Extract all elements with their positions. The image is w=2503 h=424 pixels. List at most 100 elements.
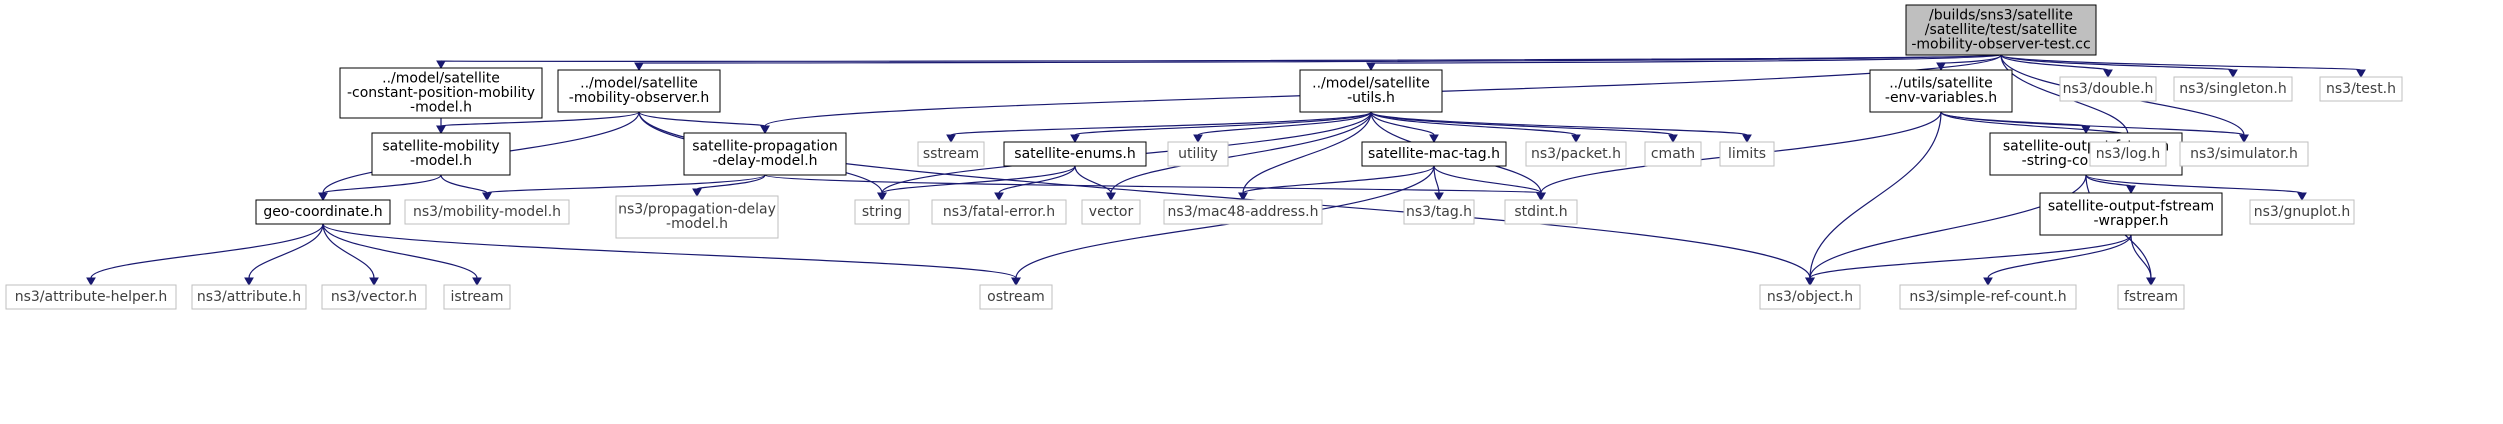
node-label-line: ../utils/satellite [1889, 76, 1993, 92]
edge-arrowhead [877, 192, 887, 202]
node-label-line: -wrapper.h [2093, 213, 2168, 229]
edge-fstream_wrapper-to-object [1805, 234, 2132, 287]
node-label-line: limits [1728, 146, 1766, 162]
node-box [443, 284, 511, 310]
edge-line [1242, 165, 1435, 194]
edge-arrowhead [634, 62, 644, 72]
edge-line [1370, 54, 2002, 64]
node-mac48: ns3/mac48-address.h [1163, 199, 1323, 225]
node-vector: vector [1081, 199, 1141, 225]
edge-arrowhead [1434, 192, 1444, 202]
node-label-line: ns3/vector.h [331, 289, 417, 305]
edge-line [696, 174, 766, 190]
node-label-line: ns3/tag.h [1406, 204, 1472, 220]
node-box [321, 284, 427, 310]
node-box [615, 195, 779, 239]
edge-line [998, 165, 1076, 194]
node-string: string [854, 199, 910, 225]
node-box [1869, 69, 2013, 113]
edge-sat_utils-to-sat_enums [1070, 111, 1372, 144]
edge-arrowhead [436, 60, 446, 70]
edge-line [440, 174, 488, 194]
node-label-line: ns3/test.h [2326, 81, 2396, 97]
edge-fstream_container-to-fstream_wrapper [2085, 174, 2136, 195]
node-fstream-wrapper[interactable]: satellite-output-fstream-wrapper.h [2039, 192, 2223, 236]
node-env-vars[interactable]: ../utils/satellite-env-variables.h [1869, 69, 2013, 113]
edge-arrowhead [1193, 134, 1203, 144]
edge-line [2130, 234, 2152, 279]
node-label-line: satellite-enums.h [1014, 146, 1135, 162]
node-const-pos[interactable]: ../model/satellite-constant-position-mob… [339, 67, 543, 119]
node-box [2319, 76, 2403, 102]
edge-line [1242, 111, 1372, 194]
edge-line [486, 174, 766, 194]
edge-root-to-double [2000, 54, 2113, 79]
node-box [557, 69, 721, 113]
node-prop-delay[interactable]: satellite-propagation-delay-model.h [683, 132, 847, 176]
edge-arrowhead [1238, 192, 1248, 202]
edge-arrowhead [1983, 277, 1993, 287]
edge-line [1015, 165, 1435, 279]
node-box [339, 67, 543, 119]
edge-sat_utils-to-cmath [1370, 111, 1678, 144]
node-label-line: cmath [1651, 146, 1695, 162]
node-label-line: ns3/mac48-address.h [1168, 204, 1319, 220]
node-box [1003, 141, 1147, 167]
node-label-line: -utils.h [1347, 90, 1395, 106]
edge-line [1370, 111, 1674, 136]
edge-arrowhead [2103, 69, 2113, 79]
node-singleton: ns3/singleton.h [2173, 76, 2293, 102]
node-utility: utility [1167, 141, 1229, 167]
node-box [683, 132, 847, 176]
edge-arrowhead [2356, 69, 2366, 79]
node-label-line: utility [1178, 146, 1218, 162]
node-box [255, 199, 391, 225]
node-fstream: fstream [2117, 284, 2185, 310]
node-simulator: ns3/simulator.h [2179, 141, 2309, 167]
node-geo[interactable]: geo-coordinate.h [255, 199, 391, 225]
node-mobility-model: ns3/mobility-model.h [404, 199, 570, 225]
node-mob-obs[interactable]: ../model/satellite-mobility-observer.h [557, 69, 721, 113]
node-mac-tag[interactable]: satellite-mac-tag.h [1361, 141, 1507, 167]
node-box [979, 284, 1053, 310]
node-label-line: ns3/simulator.h [2190, 146, 2298, 162]
edge-arrowhead [86, 277, 96, 287]
node-box [2039, 192, 2223, 236]
edge-geo-to-attr_helper [86, 223, 324, 287]
node-label-line: string [862, 204, 902, 220]
node-sat-mob-model[interactable]: satellite-mobility-model.h [371, 132, 511, 176]
edge-arrowhead [1106, 192, 1116, 202]
node-root[interactable]: /builds/sns3/satellite/satellite/test/sa… [1905, 4, 2097, 56]
node-label-line: -mobility-observer-test.cc [1911, 36, 2090, 52]
node-object: ns3/object.h [1759, 284, 1861, 310]
edge-mob_obs-to-sat_mob_model [436, 111, 640, 135]
edge-geo-to-ostream [322, 223, 1021, 287]
edge-line [1074, 165, 1112, 194]
node-label-line: ns3/attribute.h [197, 289, 301, 305]
node-sat-enums[interactable]: satellite-enums.h [1003, 141, 1147, 167]
edge-line [764, 174, 1542, 194]
edge-line [440, 54, 2002, 62]
edge-line [90, 223, 324, 279]
edge-line [1197, 111, 1372, 136]
node-label-line: -mobility-observer.h [569, 90, 709, 106]
edge-sat_utils-to-mac_tag [1370, 111, 1439, 144]
node-label-line: satellite-output-fstream [2048, 199, 2214, 215]
node-sstream: sstream [917, 141, 985, 167]
edge-root-to-mob_obs [634, 54, 2002, 72]
node-label-line: ns3/attribute-helper.h [15, 289, 168, 305]
node-label-line: ns3/fatal-error.h [943, 204, 1055, 220]
node-box [1163, 199, 1323, 225]
node-label-line: satellite-mac-tag.h [1368, 146, 1500, 162]
edge-arrowhead [2228, 69, 2238, 79]
node-box [931, 199, 1067, 225]
node-label-line: ../model/satellite [580, 76, 698, 92]
edge-geo-to-attribute [244, 223, 324, 287]
edge-arrowhead [1668, 134, 1678, 144]
node-box [854, 199, 910, 225]
node-sat-utils[interactable]: ../model/satellite-utils.h [1299, 69, 1443, 113]
node-stdint: stdint.h [1504, 199, 1578, 225]
edge-arrowhead [1742, 134, 1752, 144]
node-box [2179, 141, 2309, 167]
node-log: ns3/log.h [2089, 141, 2167, 167]
